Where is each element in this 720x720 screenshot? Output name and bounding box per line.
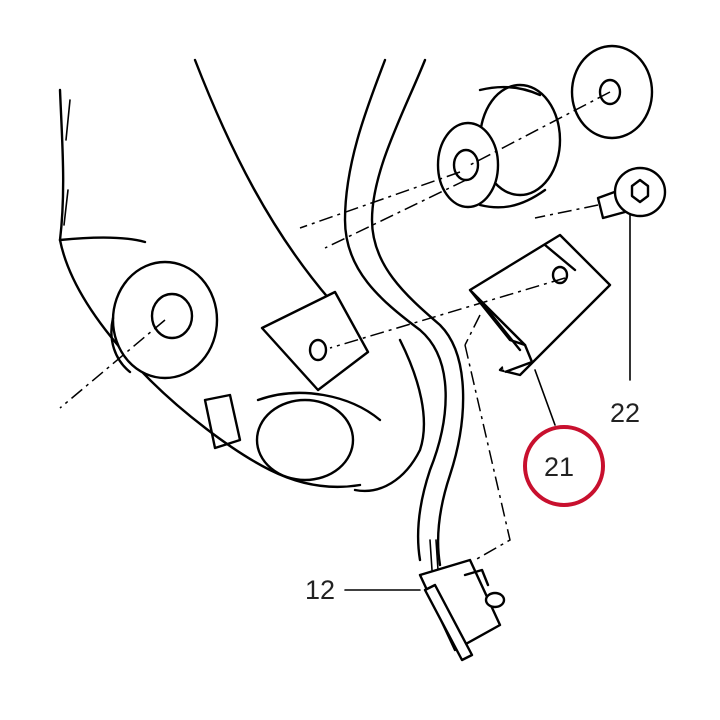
frame-housing bbox=[58, 58, 426, 493]
spacer-roller bbox=[436, 83, 562, 209]
assembly-lines bbox=[59, 91, 611, 561]
sensor-cable bbox=[343, 58, 465, 571]
frame-tube bbox=[203, 391, 382, 482]
sensor-bracket-part-21 bbox=[468, 233, 612, 377]
screw-part-22 bbox=[596, 166, 667, 220]
callout-21: 21 bbox=[544, 452, 574, 482]
washer bbox=[570, 44, 654, 140]
highlight-circle bbox=[523, 425, 605, 507]
leader-lines bbox=[344, 214, 631, 591]
mounting-plate bbox=[260, 290, 370, 392]
cable-connector bbox=[418, 558, 506, 662]
callout-22: 22 bbox=[610, 398, 640, 428]
callout-12: 12 bbox=[305, 575, 335, 605]
